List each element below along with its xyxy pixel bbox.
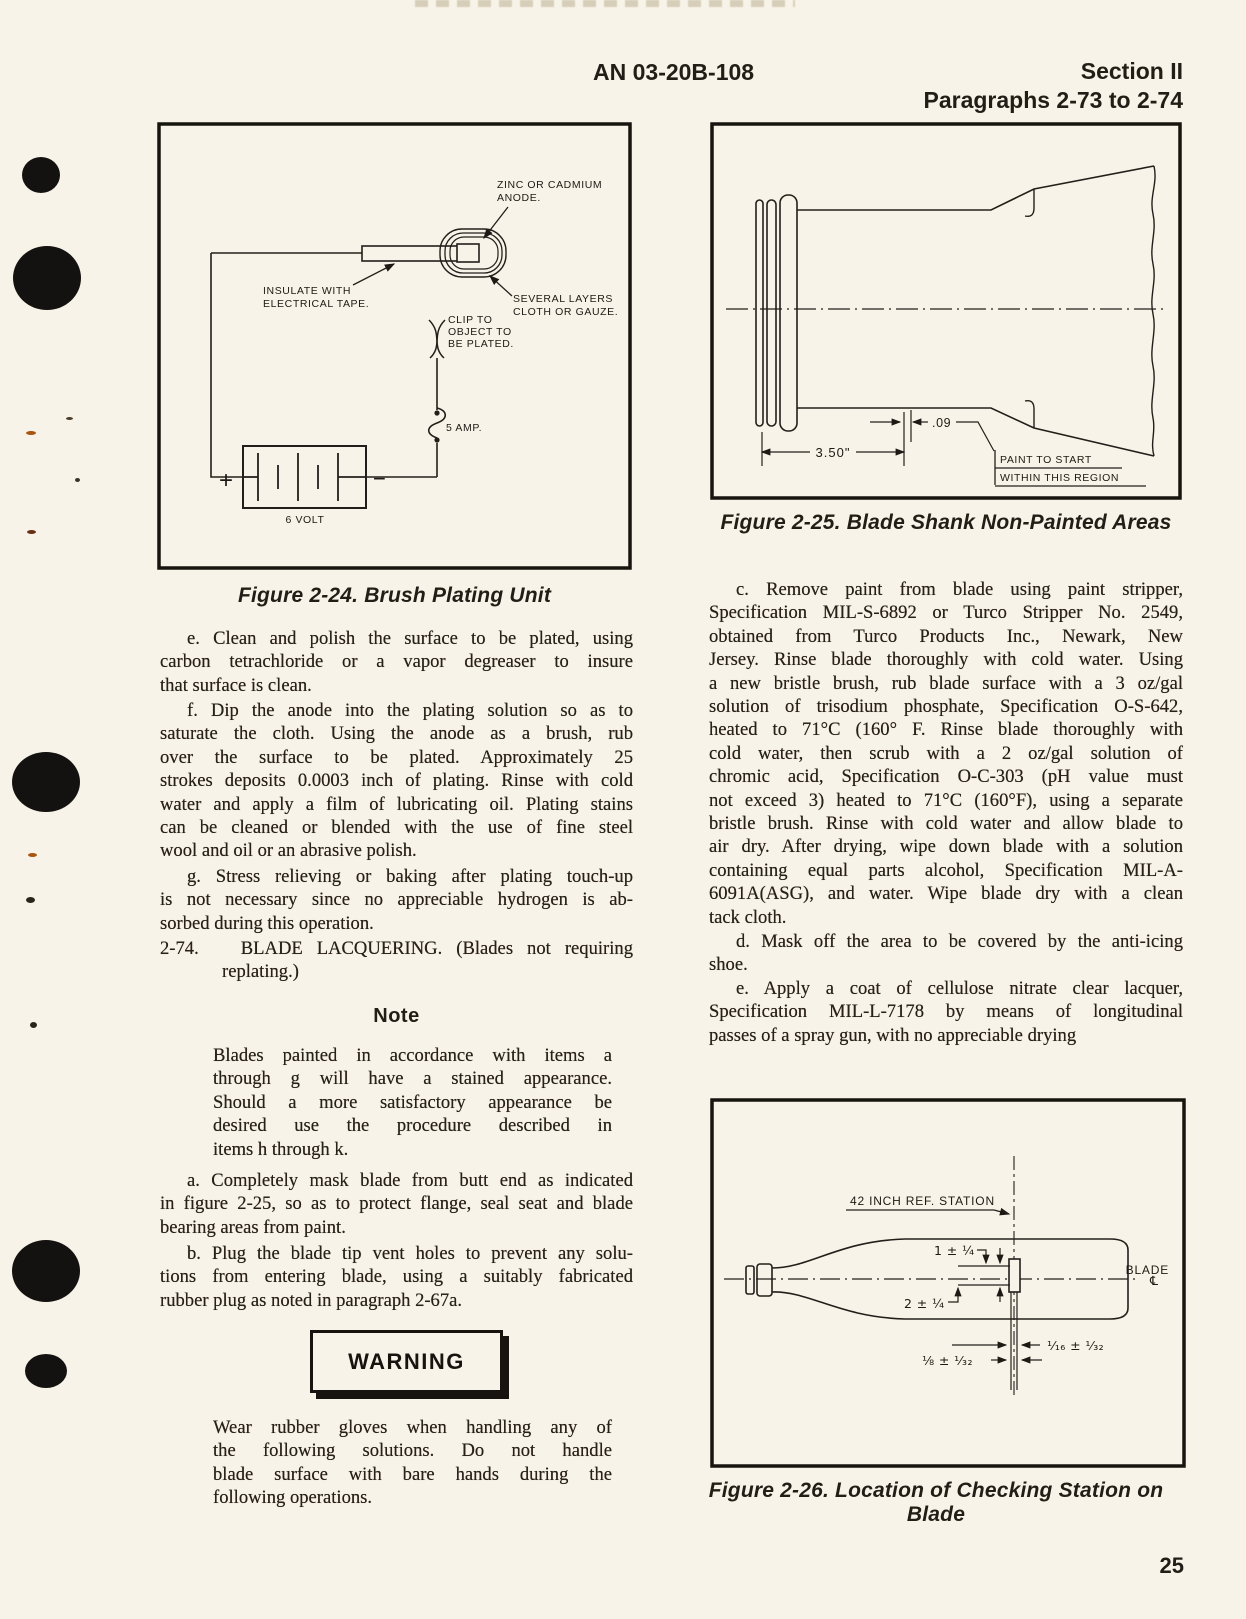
checking-station-marker — [1008, 1258, 1021, 1390]
paper-speck — [30, 1022, 37, 1028]
callout-insulate: INSULATE WITH ELECTRICAL TAPE. — [263, 263, 396, 310]
battery-symbol: + − 6 VOLT — [219, 445, 386, 526]
clip-label-line3: BE PLATED. — [448, 338, 514, 350]
blade-label: BLADE — [1126, 1263, 1169, 1277]
hole-punch-dot — [12, 752, 80, 812]
battery-plus-label: + — [219, 467, 233, 494]
hole-punch-dot — [22, 157, 60, 193]
cloth-layers-label-line1: SEVERAL LAYERS — [513, 293, 613, 305]
figure-border — [710, 1098, 1186, 1468]
centerline-symbol: ℄ — [1149, 1273, 1158, 1288]
insulate-label-line1: INSULATE WITH — [263, 285, 351, 297]
callout-cloth-layers: SEVERAL LAYERS CLOTH OR GAUZE. — [489, 275, 618, 318]
warning-box: WARNING — [310, 1330, 503, 1393]
clip-label-line2: OBJECT TO — [448, 326, 512, 338]
circuit-wires — [210, 252, 438, 478]
paragraph-f: f. Dip the anode into the plating soluti… — [160, 700, 633, 862]
cloth-layers-label-line2: CLOTH OR GAUZE. — [513, 306, 618, 318]
blade-flange — [755, 194, 798, 432]
figure-2-25-caption: Figure 2-25. Blade Shank Non-Painted Are… — [720, 511, 1172, 534]
figure-2-24-diagram: + − 6 VOLT 5 AMP. ZINC OR CADMIUM ANODE.… — [157, 122, 632, 570]
scan-smudge — [415, 0, 795, 7]
paragraph-g: g. Stress relieving or baking after plat… — [160, 866, 633, 934]
paper-speck — [75, 478, 80, 482]
paper-speck — [26, 897, 35, 903]
paper-speck — [66, 417, 73, 420]
figure-2-25-diagram: 3.50" .09 PAINT TO START WITHIN THIS REG… — [710, 122, 1182, 500]
dimension-09 — [870, 410, 995, 452]
paint-region-note: PAINT TO START WITHIN THIS REGION — [994, 450, 1146, 487]
paragraph-e: e. Clean and polish the surface to be pl… — [160, 628, 633, 696]
paragraphs-range-label: Paragraphs 2-73 to 2-74 — [923, 87, 1183, 113]
hole-punch-dot — [13, 246, 81, 310]
figure-border — [157, 122, 632, 570]
clip-label-line1: CLIP TO — [448, 314, 492, 326]
battery-minus-label: − — [373, 466, 386, 491]
paragraph-d: d. Mask off the area to be covered by th… — [709, 931, 1183, 976]
dimension-350 — [760, 412, 906, 466]
insulate-label-line2: ELECTRICAL TAPE. — [263, 298, 369, 310]
anode-assembly — [361, 228, 507, 278]
heading-2-74: 2-74. BLADE LACQUERING. (Blades not requ… — [160, 938, 633, 983]
dim-eighth-label: ⅛ ± ¹⁄₃₂ — [922, 1353, 973, 1368]
ref-station-label: 42 INCH REF. STATION — [850, 1194, 995, 1208]
dim-one-label: 1 ± ¼ — [934, 1243, 975, 1258]
callout-clip: CLIP TO OBJECT TO BE PLATED. — [448, 314, 514, 350]
fuse-amp-label: 5 AMP. — [446, 422, 482, 434]
paper-speck — [26, 431, 36, 435]
note-paragraph: Blades painted in accordance with items … — [213, 1045, 612, 1160]
callout-zinc-anode: ZINC OR CADMIUM ANODE. — [483, 179, 602, 240]
page-number: 25 — [1159, 1553, 1184, 1578]
paper-speck — [28, 853, 37, 857]
figure-2-24-caption: Figure 2-24. Brush Plating Unit — [237, 584, 552, 607]
paragraph-e-right: e. Apply a coat of cellulose nitrate cle… — [709, 978, 1183, 1046]
paragraph-b: b. Plug the blade tip vent holes to prev… — [160, 1243, 633, 1311]
paint-note-line2: WITHIN THIS REGION — [1000, 472, 1119, 484]
dimension-vertical — [948, 1248, 1010, 1303]
paint-note-line1: PAINT TO START — [1000, 454, 1092, 466]
section-label: Section II — [1080, 58, 1183, 84]
paper-speck — [27, 530, 36, 534]
zinc-anode-label-line2: ANODE. — [497, 192, 541, 204]
dim-350-label: 3.50" — [816, 445, 851, 460]
note-title: Note — [373, 1005, 420, 1027]
paragraph-c: c. Remove paint from blade using paint s… — [709, 579, 1183, 928]
dim-sixteenth-label: ¹⁄₁₆ ± ¹⁄₃₂ — [1047, 1338, 1104, 1353]
clip-symbol — [428, 319, 446, 359]
hole-punch-dot — [12, 1240, 80, 1302]
figure-2-26-caption: Figure 2-26. Location of Checking Statio… — [708, 1479, 1164, 1526]
ref-station-callout: 42 INCH REF. STATION — [846, 1194, 1011, 1216]
warning-title: WARNING — [348, 1348, 465, 1374]
figure-2-26-diagram: BLADE ℄ 42 INCH REF. STATION 1 ± ¼ 2 ± ¼… — [710, 1098, 1186, 1468]
header-right: Section II Paragraphs 2-73 to 2-74 — [923, 57, 1183, 115]
figure-border — [710, 122, 1182, 500]
fuse-symbol: 5 AMP. — [427, 407, 482, 443]
battery-volt-label: 6 VOLT — [285, 514, 324, 526]
paragraph-a: a. Completely mask blade from butt end a… — [160, 1170, 633, 1238]
blade-shank-outline — [797, 165, 1156, 457]
dim-09-label: .09 — [932, 416, 951, 430]
hole-punch-dot — [25, 1354, 67, 1388]
dim-two-label: 2 ± ¼ — [904, 1296, 945, 1311]
doc-number: AN 03-20B-108 — [593, 59, 755, 85]
zinc-anode-label-line1: ZINC OR CADMIUM — [497, 179, 602, 191]
